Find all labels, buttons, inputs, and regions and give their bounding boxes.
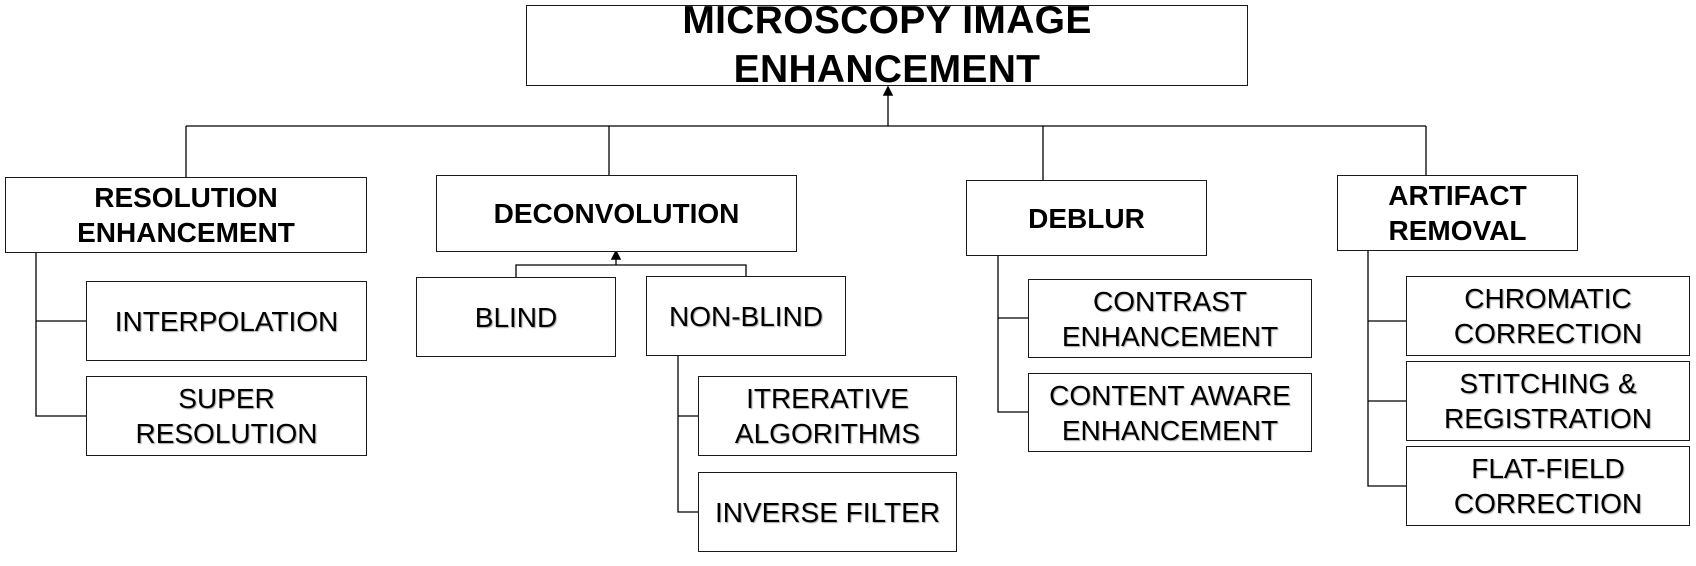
super-resolution-line2: RESOLUTION xyxy=(135,418,318,449)
stitching-registration-box: STITCHING & REGISTRATION xyxy=(1406,361,1690,441)
deblur-children-connector xyxy=(997,256,1028,413)
inverse-filter-box: INVERSE FILTER xyxy=(698,472,957,552)
deblur-label: DEBLUR xyxy=(1028,202,1145,234)
artifact-children-connector xyxy=(1367,251,1406,487)
content-aware-line2: ENHANCEMENT xyxy=(1061,414,1279,446)
interpolation-box: INTERPOLATION xyxy=(86,281,367,361)
content-aware-line1: CONTENT AWARE xyxy=(1049,379,1291,411)
non-blind-box: NON-BLIND xyxy=(646,276,846,356)
contrast-line2: ENHANCEMENT xyxy=(1061,320,1279,352)
resolution-label-line1: RESOLUTION xyxy=(94,182,278,213)
blind-box: BLIND xyxy=(416,277,616,357)
super-resolution-box: SUPER RESOLUTION xyxy=(86,376,367,456)
deconvolution-label: DECONVOLUTION xyxy=(493,198,740,229)
stitching-line1: STITCHING & xyxy=(1459,368,1637,399)
flat-field-line1: FLAT-FIELD xyxy=(1471,453,1625,484)
deblur-box: DEBLUR xyxy=(966,180,1207,256)
iterative-line1: ITRERATIVE xyxy=(746,383,909,414)
artifact-label-line1: ARTIFACT xyxy=(1388,180,1527,211)
resolution-label-line2: ENHANCEMENT xyxy=(77,217,295,248)
iterative-line2: ALGORITHMS xyxy=(734,418,921,449)
flat-field-line2: CORRECTION xyxy=(1453,488,1643,519)
non-blind-children-connector xyxy=(677,356,698,513)
contrast-line1: CONTRAST xyxy=(1092,285,1247,317)
artifact-label-line2: REMOVAL xyxy=(1388,215,1527,246)
content-aware-enhancement-box: CONTENT AWARE ENHANCEMENT xyxy=(1028,373,1312,452)
artifact-removal-box: ARTIFACT REMOVAL xyxy=(1337,175,1578,251)
resolution-enhancement-box: RESOLUTION ENHANCEMENT xyxy=(5,177,367,253)
super-resolution-line1: SUPER xyxy=(178,383,275,414)
title-text: MICROSCOPY IMAGE ENHANCEMENT xyxy=(682,0,1092,91)
interpolation-label: INTERPOLATION xyxy=(114,305,339,337)
chromatic-line2: CORRECTION xyxy=(1453,318,1643,349)
deconvolution-children-connector xyxy=(515,264,747,277)
flat-field-correction-box: FLAT-FIELD CORRECTION xyxy=(1406,446,1690,526)
resolution-children-connector xyxy=(35,253,86,417)
non-blind-label: NON-BLIND xyxy=(668,300,823,332)
chromatic-line1: CHROMATIC xyxy=(1464,283,1632,314)
contrast-enhancement-box: CONTRAST ENHANCEMENT xyxy=(1028,279,1312,358)
stitching-line2: REGISTRATION xyxy=(1444,403,1652,434)
title-box: MICROSCOPY IMAGE ENHANCEMENT xyxy=(526,0,1248,91)
deconvolution-box: DECONVOLUTION xyxy=(436,175,797,252)
chromatic-correction-box: CHROMATIC CORRECTION xyxy=(1406,276,1690,356)
blind-label: BLIND xyxy=(474,301,558,333)
iterative-algorithms-box: ITRERATIVE ALGORITHMS xyxy=(698,376,957,456)
inverse-filter-label: INVERSE FILTER xyxy=(714,496,941,528)
